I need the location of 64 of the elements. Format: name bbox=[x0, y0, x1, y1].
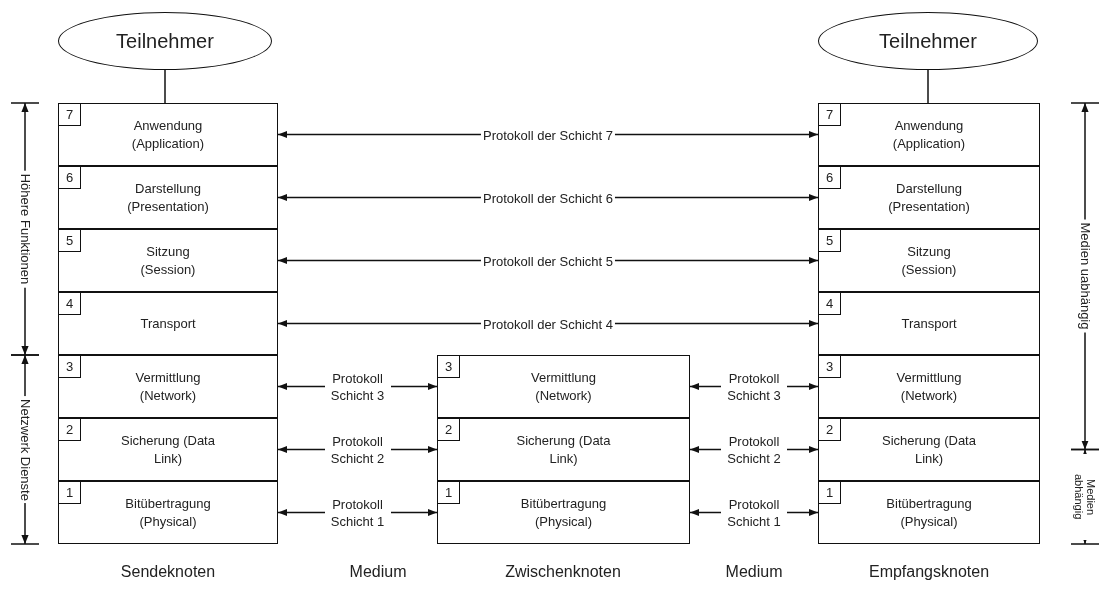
layer-number: 3 bbox=[819, 356, 841, 378]
layer-box bbox=[818, 103, 1040, 166]
layer-box bbox=[58, 166, 278, 229]
layer-name: Sicherung (Data Link) bbox=[881, 431, 977, 468]
layer-box bbox=[818, 418, 1040, 481]
column-label: Zwischenknoten bbox=[505, 563, 621, 581]
layer-number: 1 bbox=[819, 482, 841, 504]
layer-name: Bitübertragung (Physical) bbox=[885, 494, 973, 531]
layer-name: Transport bbox=[139, 314, 197, 333]
layer-name: Bitübertragung (Physical) bbox=[124, 494, 212, 531]
layer-name: Sicherung (Data Link) bbox=[515, 431, 612, 468]
layer-box bbox=[437, 418, 690, 481]
layer-name: Sitzung (Session) bbox=[900, 242, 958, 279]
column-label: Medium bbox=[725, 563, 783, 581]
layer-name: Sitzung (Session) bbox=[139, 242, 197, 279]
connector-line bbox=[927, 69, 929, 104]
layer-number: 2 bbox=[438, 419, 460, 441]
layer-box bbox=[58, 418, 278, 481]
layer-number: 7 bbox=[59, 104, 81, 126]
participant-label: Teilnehmer bbox=[879, 29, 977, 53]
layer-number: 1 bbox=[438, 482, 460, 504]
layer-number: 4 bbox=[59, 293, 81, 315]
layer-name: Vermittlung (Network) bbox=[134, 368, 202, 405]
column-label: Medium bbox=[349, 563, 407, 581]
layer-name: Vermittlung (Network) bbox=[529, 368, 597, 405]
layer-number: 7 bbox=[819, 104, 841, 126]
bracket-label: Medien uabhängig bbox=[1078, 219, 1092, 333]
connector-line bbox=[164, 69, 166, 104]
layer-number: 2 bbox=[819, 419, 841, 441]
layer-number: 3 bbox=[59, 356, 81, 378]
layer-box bbox=[818, 166, 1040, 229]
layer-number: 5 bbox=[819, 230, 841, 252]
layer-box bbox=[818, 229, 1040, 292]
layer-number: 6 bbox=[819, 167, 841, 189]
layer-name: Vermittlung (Network) bbox=[895, 368, 963, 405]
layer-box bbox=[818, 292, 1040, 355]
layer-number: 4 bbox=[819, 293, 841, 315]
bracket-label: Höhere Funktionen bbox=[18, 170, 32, 288]
layer-number: 5 bbox=[59, 230, 81, 252]
layer-box bbox=[58, 229, 278, 292]
bracket-label: Netzwerk Dienste bbox=[18, 395, 32, 504]
bracket-label: Medien abhängig bbox=[1073, 453, 1097, 540]
layer-box bbox=[437, 481, 690, 544]
layer-name: Darstellung (Presentation) bbox=[887, 179, 971, 216]
layer-name: Darstellung (Presentation) bbox=[126, 179, 210, 216]
layer-number: 6 bbox=[59, 167, 81, 189]
layer-box bbox=[58, 103, 278, 166]
layer-box bbox=[58, 481, 278, 544]
layer-number: 2 bbox=[59, 419, 81, 441]
layer-name: Transport bbox=[900, 314, 958, 333]
column-label: Empfangsknoten bbox=[868, 563, 990, 581]
layer-box bbox=[818, 481, 1040, 544]
layer-name: Anwendung (Application) bbox=[891, 116, 967, 153]
layer-number: 3 bbox=[438, 356, 460, 378]
layer-name: Bitübertragung (Physical) bbox=[519, 494, 608, 531]
column-label: Sendeknoten bbox=[120, 563, 216, 581]
layer-box bbox=[58, 355, 278, 418]
layer-box bbox=[818, 355, 1040, 418]
participant-label: Teilnehmer bbox=[116, 29, 214, 53]
layer-name: Sicherung (Data Link) bbox=[120, 431, 216, 468]
layer-name: Anwendung (Application) bbox=[130, 116, 206, 153]
layer-box bbox=[437, 355, 690, 418]
layer-box bbox=[58, 292, 278, 355]
layer-number: 1 bbox=[59, 482, 81, 504]
